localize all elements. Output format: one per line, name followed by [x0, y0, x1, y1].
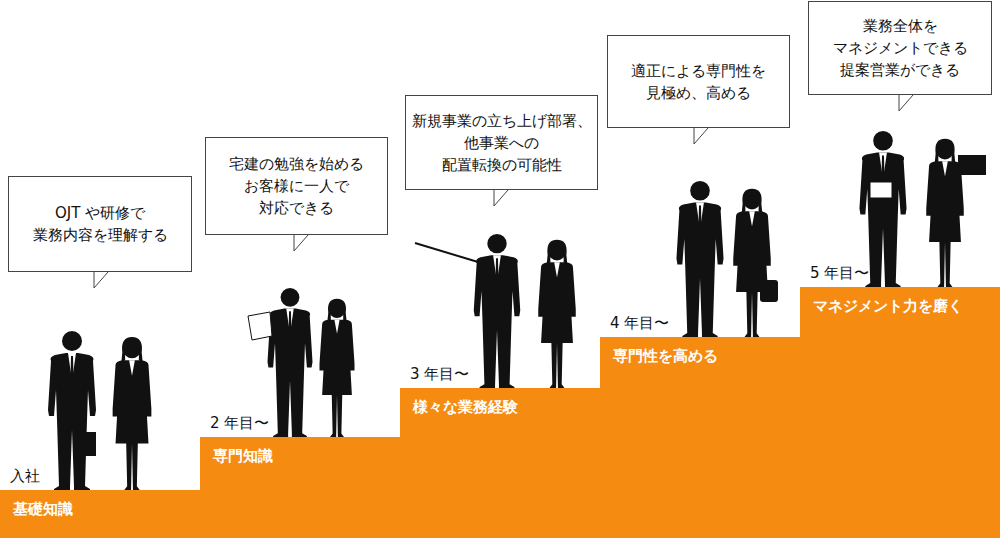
tablet [958, 155, 986, 175]
career-step: 5 年目〜マネジメント力を磨く [800, 287, 1000, 538]
speech-bubble: 宅建の勉強を始める お客様に一人で 対応できる [205, 137, 388, 235]
document [248, 312, 272, 340]
handbag [760, 280, 778, 302]
man-silhouette [676, 181, 723, 337]
man-silhouette [859, 131, 906, 287]
pointer [415, 243, 478, 262]
step-label: 専門知識 [200, 437, 400, 466]
step-label: 専門性を高める [600, 337, 800, 366]
bubble-tail [691, 127, 711, 147]
bubble-tail [491, 189, 511, 209]
step-label: 様々な業務経験 [400, 388, 600, 417]
bubble-tail [91, 271, 111, 291]
woman-silhouette [733, 189, 771, 337]
speech-bubble: 適正による専門性を 見極め、高める [607, 35, 790, 128]
year-label: 3 年目〜 [410, 364, 469, 384]
bubble-text: 宅建の勉強を始める お客様に一人で 対応できる [212, 153, 381, 219]
career-step: 入社基礎知識 [0, 490, 200, 538]
speech-bubble: 業務全体を マネジメントできる 提案営業ができる [808, 1, 992, 95]
career-step: 4 年目〜専門性を高める [600, 337, 800, 538]
speech-bubble: 新規事業の立ち上げ部署、 他事業への 配置転換の可能性 [405, 95, 598, 190]
bubble-tail [896, 94, 916, 114]
speech-bubble: OJT や研修で 業務内容を理解する [8, 176, 192, 272]
woman-silhouette [320, 299, 355, 437]
woman-silhouette [113, 337, 152, 490]
woman-silhouette [538, 240, 576, 388]
bubble-text: OJT や研修で 業務内容を理解する [15, 202, 185, 246]
man-silhouette [268, 288, 313, 437]
year-label: 5 年目〜 [810, 263, 869, 283]
man-silhouette [48, 331, 96, 490]
year-label: 入社 [10, 466, 40, 486]
bubble-tail [291, 234, 311, 254]
step-label: マネジメント力を磨く [800, 287, 1000, 316]
man-silhouette [474, 234, 521, 388]
step-label: 基礎知識 [0, 490, 200, 519]
folder [870, 182, 892, 198]
bubble-text: 新規事業の立ち上げ部署、 他事業への 配置転換の可能性 [412, 110, 592, 176]
year-label: 4 年目〜 [610, 313, 669, 333]
career-step: 3 年目〜様々な業務経験 [400, 388, 600, 538]
year-label: 2 年目〜 [210, 413, 269, 433]
career-step: 2 年目〜専門知識 [200, 437, 400, 538]
bubble-text: 適正による専門性を 見極め、高める [614, 60, 783, 104]
bubble-text: 業務全体を マネジメントできる 提案営業ができる [815, 15, 985, 81]
briefcase [80, 432, 96, 456]
